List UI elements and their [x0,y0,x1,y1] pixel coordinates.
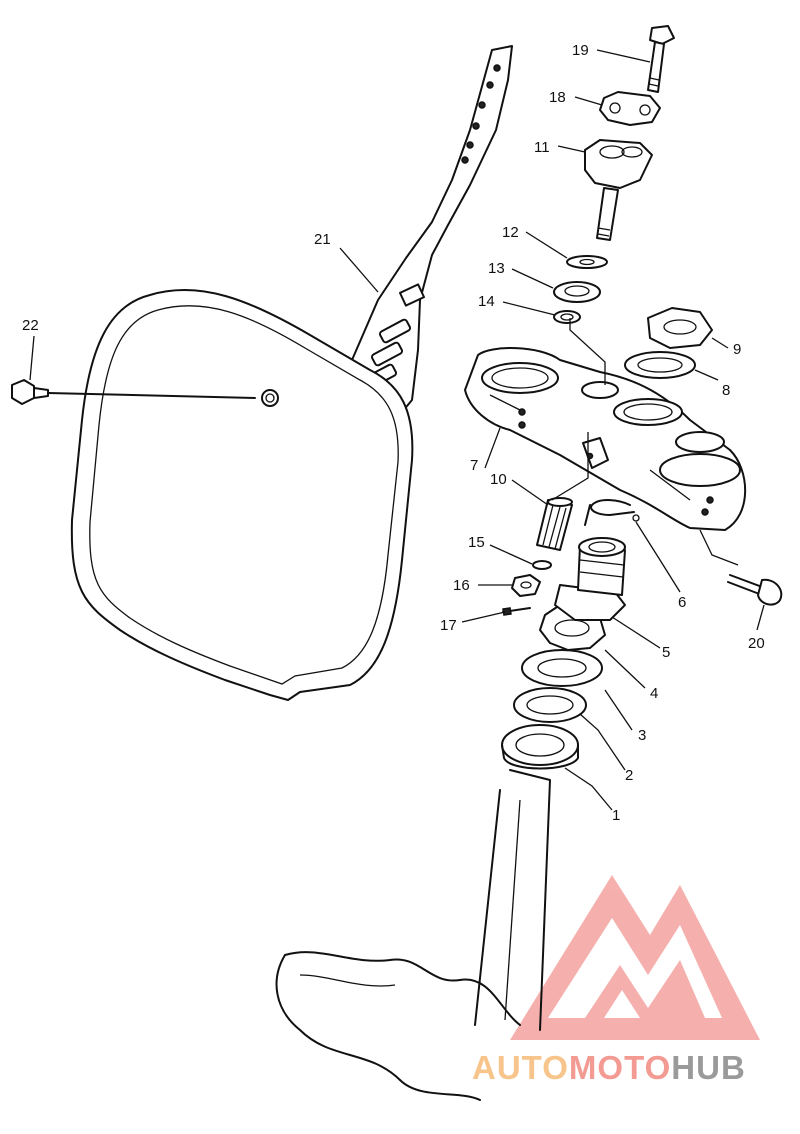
bolt-20 [727,574,783,606]
steering-stem [275,769,551,1101]
washer-12 [566,255,608,269]
steering-head-5 [554,537,626,621]
assembly-lines [551,318,739,566]
seal-3 [521,649,603,687]
callout-18: 18 [549,89,566,106]
callout-labels: 1 2 3 4 5 6 7 8 9 10 11 12 13 14 15 16 1… [22,42,765,824]
clip-6 [584,499,640,526]
callout-22: 22 [22,317,39,334]
callout-4: 4 [650,685,658,702]
holder-11 [584,139,653,241]
callout-9: 9 [733,341,741,358]
callout-8: 8 [722,382,730,399]
callout-17: 17 [440,617,457,634]
bolt-22 [11,379,256,405]
nut-16 [511,574,541,597]
callout-13: 13 [488,260,505,277]
collar-14 [553,310,581,324]
watermark-part-auto: AUTO [472,1049,569,1086]
callout-20: 20 [748,635,765,652]
holder-cap-18 [599,91,661,126]
callout-7: 7 [470,457,478,474]
bolt-19 [647,25,675,93]
bearing-lower [501,724,579,770]
washer-8 [624,351,696,379]
race-2 [513,687,587,723]
callout-3: 3 [638,727,646,744]
watermark-part-hub: HUB [671,1049,746,1086]
callout-1: 1 [612,807,620,824]
damper-13 [553,281,601,303]
leader-lines [29,49,765,811]
callout-16: 16 [453,577,470,594]
pin-17 [502,607,531,616]
nut-9 [647,307,713,349]
callout-21: 21 [314,231,331,248]
callout-10: 10 [490,471,507,488]
callout-11: 11 [534,139,550,156]
watermark-logo-icon [510,875,760,1040]
upper-bracket-7 [464,347,747,531]
washer-15 [532,560,552,570]
collar-10 [536,497,573,551]
callout-14: 14 [478,293,495,310]
callout-15: 15 [468,534,485,551]
callout-2: 2 [625,767,633,784]
callout-19: 19 [572,42,589,59]
watermark-part-moto: MOTO [569,1049,671,1086]
callout-6: 6 [678,594,686,611]
watermark-text: AUTOMOTOHUB [472,1049,746,1086]
callout-12: 12 [502,224,519,241]
callout-5: 5 [662,644,670,661]
number-plate [70,45,513,701]
